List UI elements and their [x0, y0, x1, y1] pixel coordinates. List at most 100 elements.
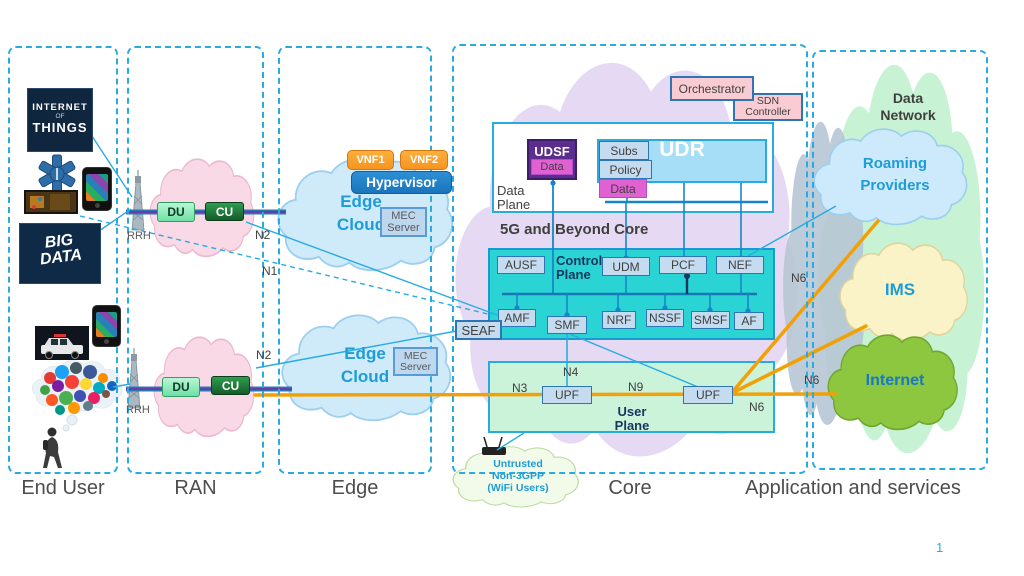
untrusted-line3: (WiFi Users) — [487, 482, 549, 494]
line-social-to-rrh — [112, 383, 131, 388]
iot-image: INTERNET OF THINGS — [27, 88, 93, 152]
n3-label: N3 — [512, 381, 528, 395]
vnf1-box: VNF1 — [347, 150, 394, 170]
section-label-core: Core — [608, 477, 652, 499]
street-photo — [24, 190, 78, 214]
udsf-box: UDSF Data — [527, 139, 577, 180]
mec-line2: Server — [400, 360, 431, 373]
section-label-edge: Edge — [331, 477, 379, 499]
mec-line1: MEC — [403, 349, 428, 362]
sdn-line2: Controller — [745, 106, 791, 118]
cu-box-bottom: CU — [211, 376, 250, 395]
udsf-title: UDSF — [534, 144, 570, 159]
iot-line2: OF — [55, 113, 65, 120]
roaming-word1: Roaming — [862, 155, 928, 172]
line-n2-top — [245, 221, 498, 316]
smsf-box: SMSF — [691, 311, 730, 329]
edge-cloud-label-top: Edge Cloud — [326, 190, 396, 236]
smartphone-top — [82, 167, 112, 211]
orchestrator-box: Orchestrator — [670, 76, 754, 101]
data-network-word2: Network — [880, 107, 936, 123]
roaming-providers-label: Roaming Providers — [840, 153, 950, 197]
user-plane-word2: Plane — [614, 418, 650, 433]
udr-data-box: Data — [599, 179, 647, 198]
rrh-label-bottom: RRH — [126, 404, 150, 416]
data-network-label: Data Network — [868, 90, 948, 124]
smartphone-screen — [86, 174, 108, 201]
n2-label-bottom: N2 — [256, 348, 272, 362]
smartphone-screen — [96, 312, 117, 337]
line-bigdata-to-rrh — [98, 208, 132, 232]
data-network-word1: Data — [892, 90, 924, 106]
ausf-box: AUSF — [497, 256, 545, 274]
big-data-image: BIG DATA — [19, 223, 101, 284]
line-router-to-userplane — [496, 432, 525, 451]
udr-subs-box: Subs — [599, 141, 649, 160]
control-plane-word2: Plane — [556, 267, 591, 282]
section-label-end-user: End User — [21, 477, 105, 499]
edge-cloud-word2: Cloud — [336, 215, 386, 234]
n6-label-ims: N6 — [804, 373, 820, 387]
data-plane-word2: Plane — [497, 197, 531, 212]
section-label-ran: RAN — [174, 477, 217, 499]
nssf-box: NSSF — [646, 309, 684, 327]
line-nef-to-roaming-n6 — [747, 205, 837, 257]
user-plane-label: User Plane — [592, 405, 672, 433]
line-n2-bottom — [255, 329, 463, 369]
cu-box-top: CU — [205, 202, 244, 221]
police-car-image — [35, 326, 89, 360]
udr-policy-box: Policy — [599, 160, 652, 179]
amf-box: AMF — [498, 309, 536, 327]
upf-box-left: UPF — [542, 386, 592, 404]
core-title: 5G and Beyond Core — [500, 221, 649, 238]
untrusted-line1: Untrusted — [493, 458, 543, 470]
sdn-line1: SDN — [756, 95, 780, 107]
smf-box: SMF — [547, 316, 587, 334]
udsf-data-box: Data — [531, 159, 573, 175]
n1-label: N1 — [262, 264, 278, 278]
du-box-bottom: DU — [162, 377, 200, 397]
roaming-word2: Providers — [860, 177, 930, 194]
hypervisor-box: Hypervisor — [351, 171, 452, 194]
wifi-router-icon — [482, 436, 506, 455]
line-iot-to-rrh — [89, 132, 133, 198]
n2-label-top: N2 — [255, 228, 271, 242]
vnf2-box: VNF2 — [400, 150, 448, 170]
control-plane-label: Control Plane — [556, 254, 602, 282]
n4-label: N4 — [563, 365, 579, 379]
n6-label-roaming: N6 — [791, 271, 807, 285]
udr-title: UDR — [659, 138, 705, 161]
n6-label-internet: N6 — [749, 400, 765, 414]
udm-box: UDM — [602, 257, 650, 276]
edge-cloud-word2: Cloud — [340, 367, 390, 386]
iot-line3: THINGS — [32, 120, 88, 135]
edge-cloud-label-bottom: Edge Cloud — [330, 342, 400, 388]
udr-box: UDR Subs Policy Data — [597, 138, 767, 198]
orange-upf-to-roaming — [732, 219, 880, 392]
pcf-dark-dot — [684, 273, 690, 279]
smartphone-bottom — [92, 305, 121, 347]
social-media-cloud — [31, 360, 123, 432]
star-of-life-icon — [38, 154, 76, 194]
rrh-label-top: RRH — [127, 230, 151, 242]
internet-label: Internet — [865, 372, 925, 389]
line-smf-to-upf2 — [569, 333, 699, 388]
line-n1-dashed — [79, 215, 493, 316]
ims-label: IMS — [884, 280, 916, 299]
orange-upf-to-ims — [732, 324, 868, 394]
du-box-top: DU — [157, 202, 195, 222]
mec-server-box-bottom: MEC Server — [393, 347, 438, 376]
nrf-box: NRF — [602, 311, 636, 329]
control-plane-word1: Control — [556, 253, 603, 268]
n9-label: N9 — [628, 380, 644, 394]
edge-cloud-word1: Edge — [344, 344, 386, 363]
page-number: 1 — [936, 540, 944, 555]
mec-server-box-top: MEC Server — [380, 207, 427, 237]
mec-line1: MEC — [391, 210, 416, 222]
mec-line2: Server — [387, 222, 420, 234]
data-plane-label: Data Plane — [497, 184, 530, 212]
nef-box: NEF — [716, 256, 764, 274]
iot-line1: INTERNET — [32, 102, 88, 113]
